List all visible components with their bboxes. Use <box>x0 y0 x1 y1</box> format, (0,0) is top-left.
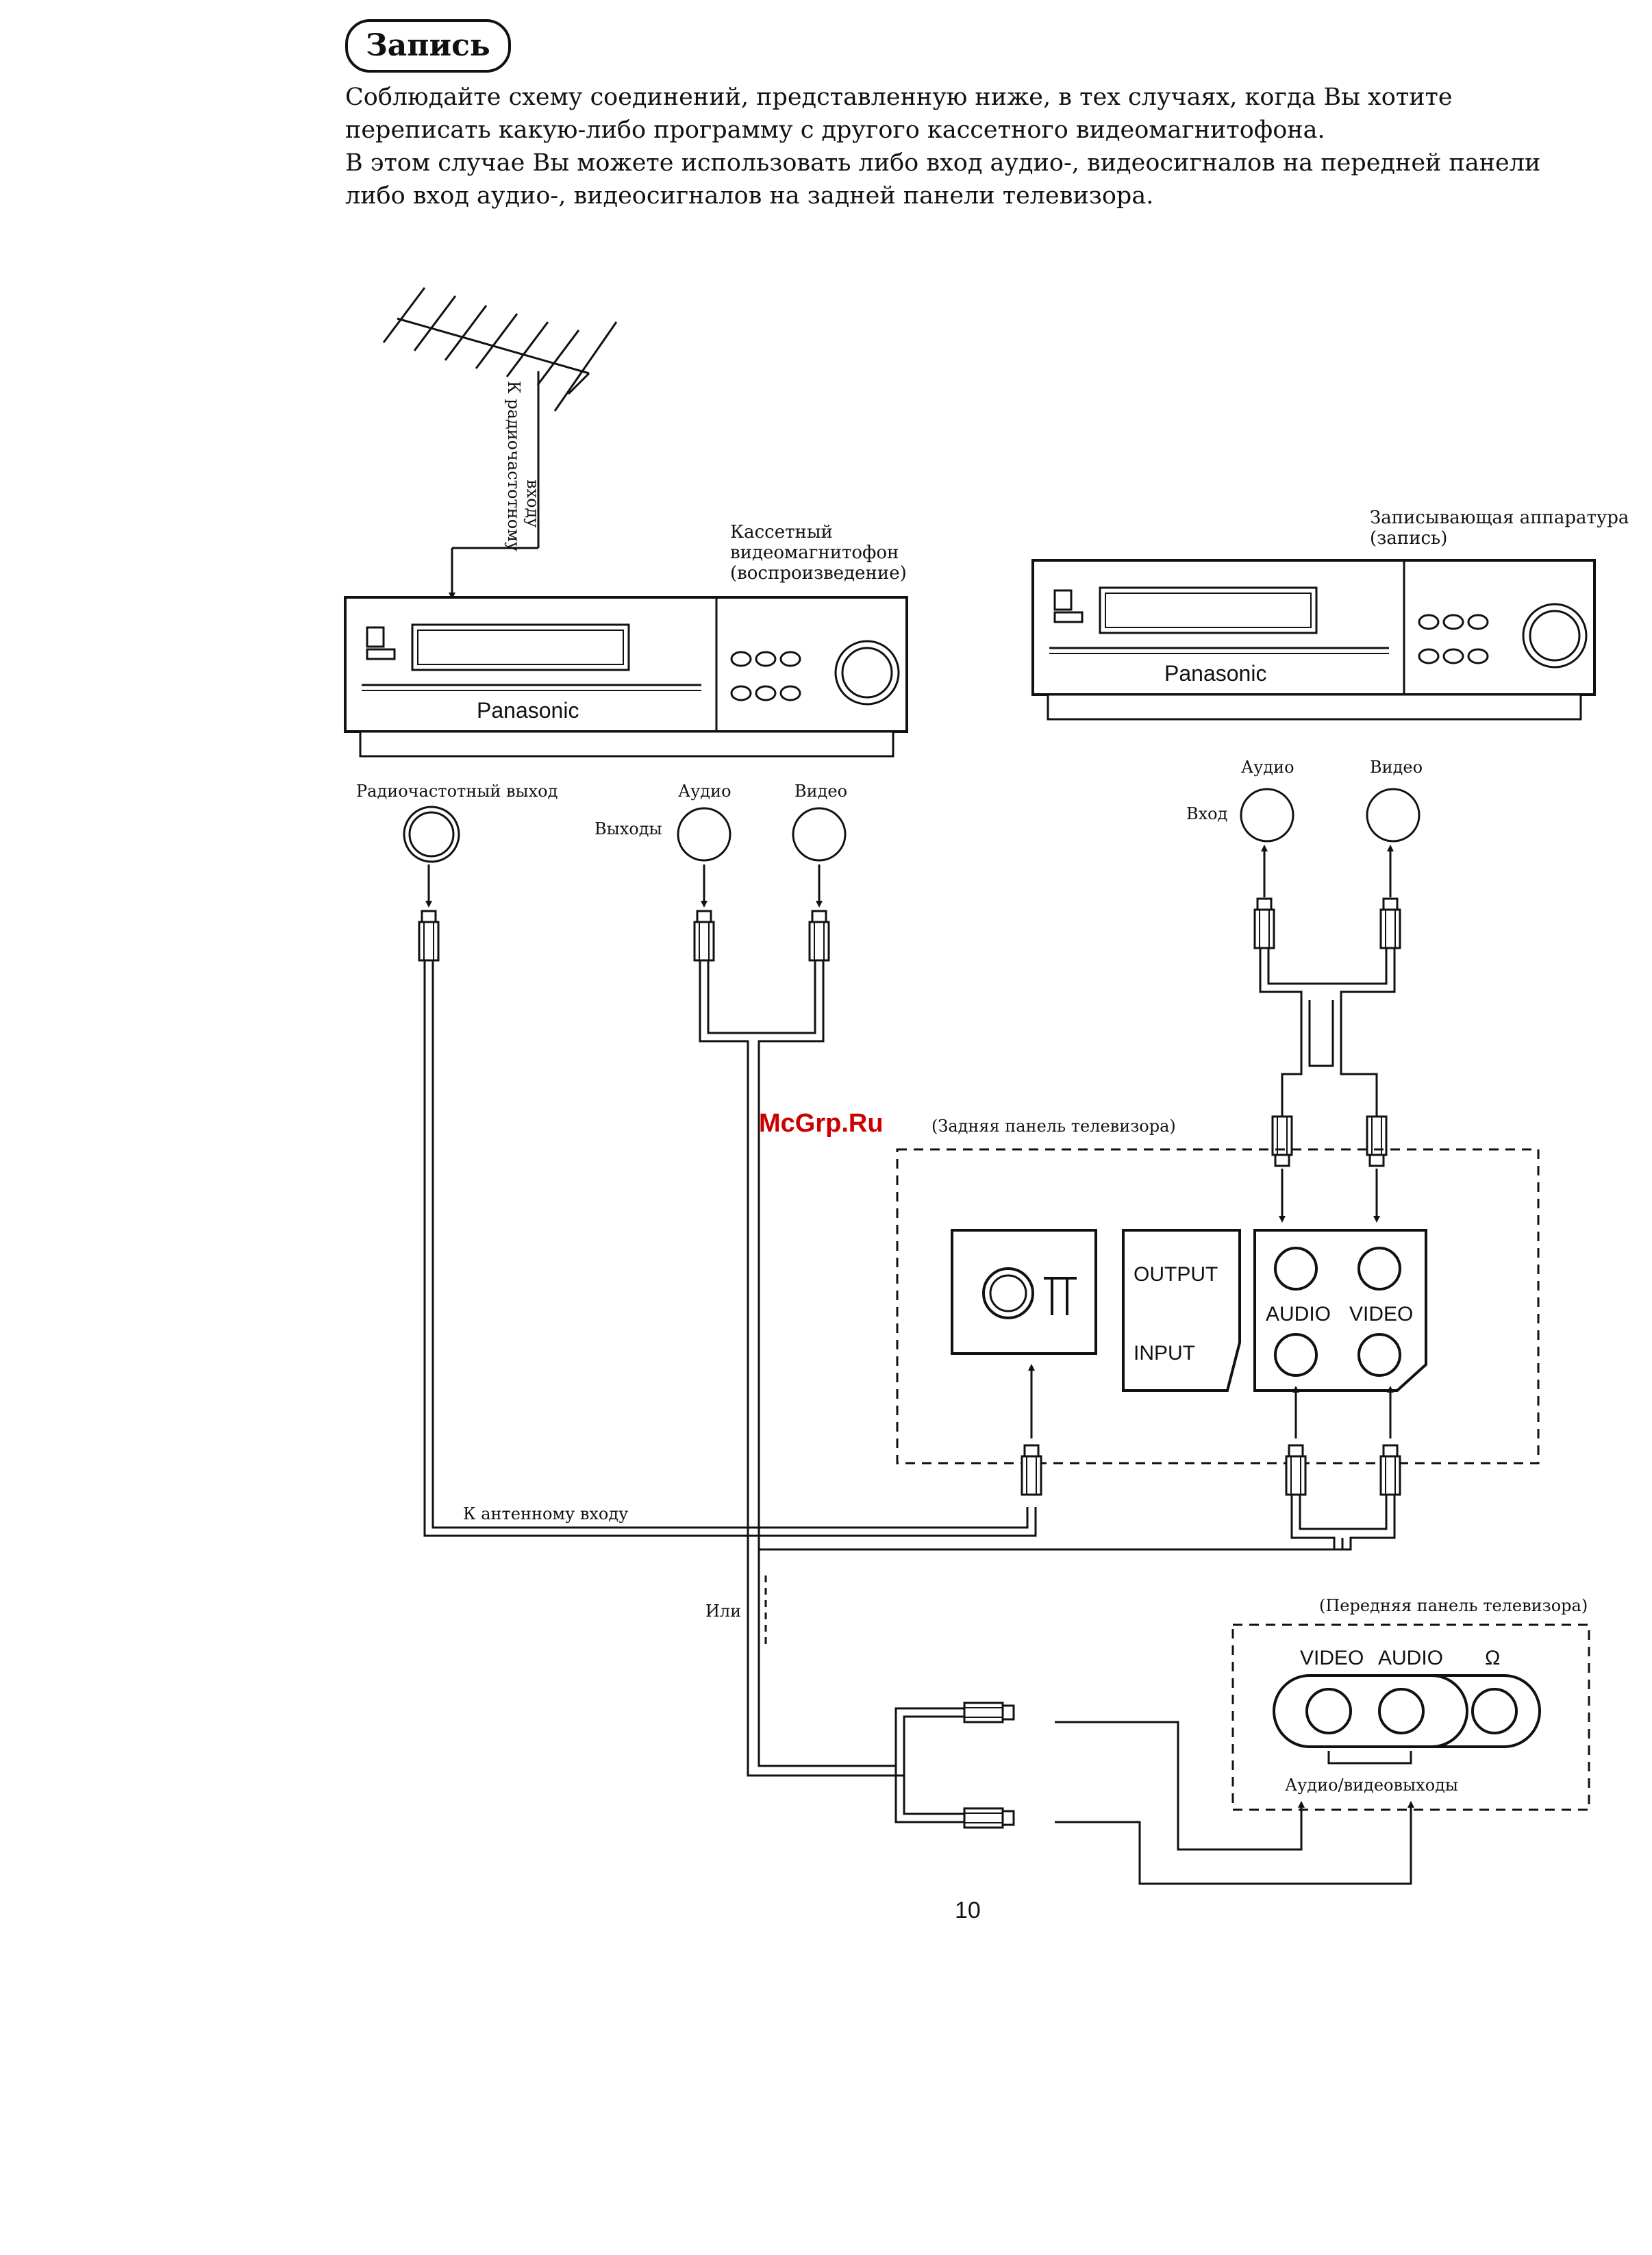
antenna-input-label: К антенному входу <box>463 1504 628 1523</box>
rf-cable <box>423 960 1037 1537</box>
front-av-cable <box>1055 1721 1414 1885</box>
tv-rear-panel: (Задняя панель телевизора) OUTPUT INPUT … <box>896 1117 1540 1465</box>
tv-front-label: (Передняя панель телевизора) <box>1319 1596 1588 1615</box>
recording-input-label: Вход <box>1186 804 1227 823</box>
tv-front-headphones-label: Ω <box>1485 1647 1500 1669</box>
playback-av-cable <box>699 960 1344 1823</box>
playback-audio-jack <box>677 807 731 862</box>
playback-vcr-brand: Panasonic <box>477 698 579 723</box>
rf-output-jack <box>403 806 460 863</box>
playback-video-jack <box>792 807 847 862</box>
antenna-rf-label: К радиочастотному <box>504 381 523 551</box>
playback-outputs-label: Выходы <box>595 819 662 838</box>
rf-plug <box>418 910 440 962</box>
antenna-icon <box>382 287 618 599</box>
recording-video-jack <box>1366 788 1421 843</box>
tv-front-panel: (Передняя панель телевизора) VIDEO AUDIO… <box>1231 1596 1590 1811</box>
recording-audio-label: Аудио <box>1241 758 1294 777</box>
front-plug-1 <box>963 1702 1015 1723</box>
rear-in-video-plug <box>1379 1444 1401 1496</box>
or-label: Или <box>705 1602 741 1621</box>
rear-video-plug <box>1366 1115 1388 1167</box>
recording-vcr-label-2: (запись) <box>1370 528 1447 549</box>
recording-vcr-brand: Panasonic <box>1164 661 1266 686</box>
recording-vcr: Записывающая аппаратура (запись) Panason… <box>1031 508 1629 823</box>
intro-paragraph-2: В этом случае Вы можете использовать либ… <box>345 149 1541 210</box>
playback-vcr-label-2: видеомагнитофон <box>730 543 899 563</box>
rear-in-audio-plug <box>1285 1444 1307 1496</box>
recording-video-plug <box>1379 897 1401 949</box>
rf-output-label: Радиочастотный выход <box>356 782 558 801</box>
antenna-rf-label-2: входу <box>523 479 542 527</box>
intro-paragraph-1: Соблюдайте схему соединений, представлен… <box>345 84 1453 144</box>
tv-front-video-label: VIDEO <box>1300 1647 1364 1669</box>
video-out-plug <box>808 910 830 962</box>
antenna-input-plug <box>1021 1444 1042 1496</box>
front-plug-2 <box>963 1807 1015 1829</box>
rear-audio-plug <box>1271 1115 1293 1167</box>
recording-av-cable <box>1259 948 1396 1123</box>
playback-vcr-label-1: Кассетный <box>730 522 833 543</box>
page-number: 10 <box>955 1897 981 1923</box>
playback-video-label: Видео <box>794 782 847 801</box>
tv-rear-label: (Задняя панель телевизора) <box>931 1117 1176 1136</box>
playback-vcr: Кассетный видеомагнитофон (воспроизведен… <box>344 522 908 838</box>
playback-vcr-label-3: (воспроизведение) <box>730 563 907 584</box>
rear-input-cable <box>1290 1495 1396 1551</box>
recording-audio-jack <box>1240 788 1294 843</box>
intro-text: Соблюдайте схему соединений, представлен… <box>345 81 1605 212</box>
tv-input-label: INPUT <box>1134 1342 1195 1365</box>
tv-front-audio-label: AUDIO <box>1378 1647 1443 1669</box>
recording-audio-plug <box>1253 897 1275 949</box>
tv-rear-video-label: VIDEO <box>1349 1303 1413 1325</box>
tv-output-label: OUTPUT <box>1134 1263 1218 1286</box>
watermark: McGrp.Ru <box>759 1109 884 1138</box>
section-title: Запись <box>345 19 511 73</box>
recording-video-label: Видео <box>1370 758 1423 777</box>
av-outputs-label: Аудио/видеовыходы <box>1285 1776 1458 1795</box>
tv-rear-audio-label: AUDIO <box>1266 1303 1331 1325</box>
audio-out-plug <box>693 910 715 962</box>
recording-vcr-label-1: Записывающая аппаратура <box>1370 508 1629 528</box>
playback-audio-label: Аудио <box>678 782 731 801</box>
